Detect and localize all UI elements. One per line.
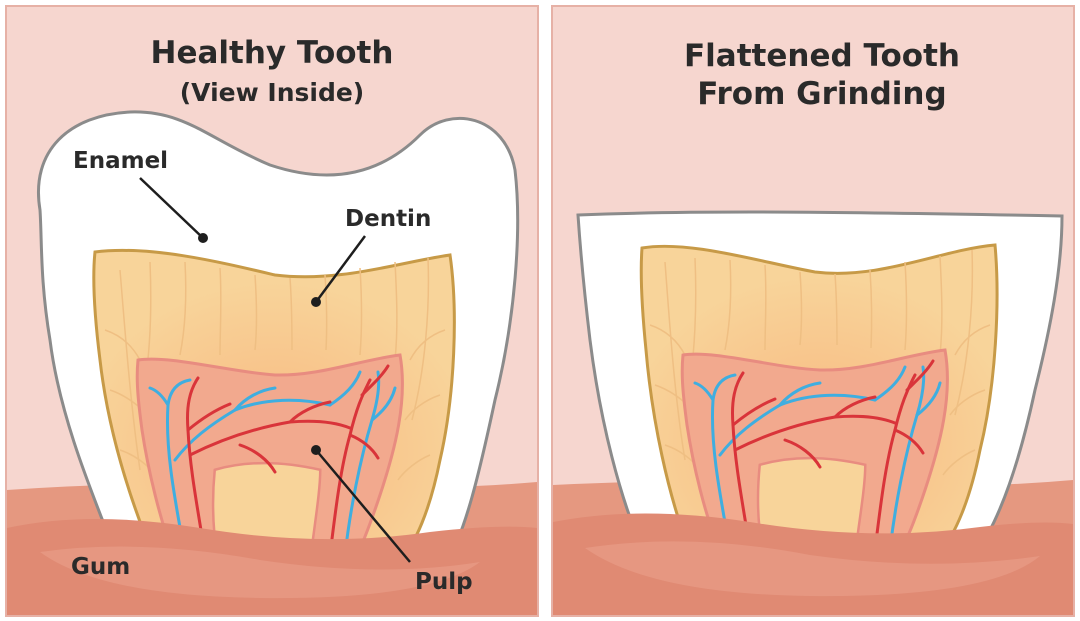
healthy-tooth-subtitle: (View Inside) <box>180 78 365 107</box>
gum-label: Gum <box>71 554 130 580</box>
dentin-label: Dentin <box>345 206 431 232</box>
enamel-leader-dot <box>198 233 208 243</box>
healthy-tooth-panel: Healthy Tooth (View Inside) Enamel Denti… <box>6 6 538 616</box>
pulp-leader-dot <box>311 445 321 455</box>
panel-divider <box>539 0 551 621</box>
flattened-tooth-title-line2: From Grinding <box>697 76 946 112</box>
flattened-tooth-title-line1: Flattened Tooth <box>684 38 960 74</box>
dentin-leader-dot <box>311 297 321 307</box>
enamel-label: Enamel <box>73 148 168 174</box>
healthy-tooth-title: Healthy Tooth <box>151 35 394 71</box>
flattened-tooth-panel: Flattened Tooth From Grinding <box>552 6 1074 616</box>
pulp-label: Pulp <box>415 569 473 595</box>
